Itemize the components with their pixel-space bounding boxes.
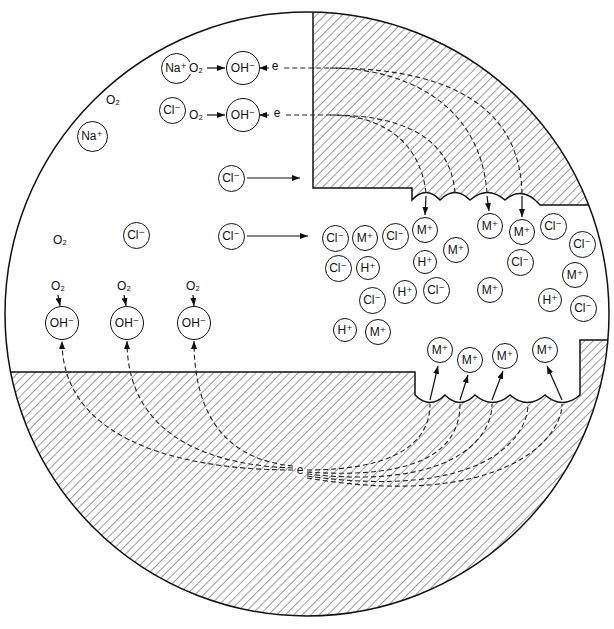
lens-outline xyxy=(5,12,609,616)
ion-circle: Cl⁻ xyxy=(359,287,386,314)
ion-circle: H⁺ xyxy=(356,256,380,280)
ion-symbol: Cl⁻ xyxy=(544,220,562,232)
ion-symbol: Cl⁻ xyxy=(573,238,591,250)
ion-symbol: OH⁻ xyxy=(231,109,255,121)
ion-circle: M⁺ xyxy=(562,262,588,288)
species-label: O₂ xyxy=(105,94,121,106)
ion-circle: M⁺ xyxy=(477,277,503,303)
electron-label: e xyxy=(271,60,280,72)
ion-symbol: M⁺ xyxy=(482,284,498,296)
ion-symbol: M⁺ xyxy=(514,226,530,238)
ion-circle: H⁺ xyxy=(333,318,357,342)
ion-symbol: M⁺ xyxy=(497,350,513,362)
ion-circle: OH⁻ xyxy=(226,51,260,85)
ion-symbol: OH⁻ xyxy=(231,62,255,74)
ion-symbol: OH⁻ xyxy=(50,317,74,329)
ion-circle: M⁺ xyxy=(457,347,483,373)
ion-circle: M⁺ xyxy=(509,219,535,245)
ion-symbol: Cl⁻ xyxy=(386,230,404,242)
ion-circle: M⁺ xyxy=(492,343,518,369)
flow-arrows xyxy=(58,68,562,400)
ion-circle: Cl⁻ xyxy=(123,222,150,249)
ion-symbol: Na⁺ xyxy=(81,130,103,142)
ion-circle: H⁺ xyxy=(413,250,437,274)
ion-symbol: Cl⁻ xyxy=(127,229,145,241)
electron-label: e xyxy=(296,464,305,476)
ion-circle: OH⁻ xyxy=(45,306,79,340)
ion-symbol: M⁺ xyxy=(357,232,373,244)
ion-circle: M⁺ xyxy=(477,213,503,239)
ion-circle: OH⁻ xyxy=(177,306,211,340)
ion-symbol: Cl⁻ xyxy=(363,294,381,306)
ion-symbol: Cl⁻ xyxy=(574,302,592,314)
ion-circle: M⁺ xyxy=(365,319,391,345)
ion-symbol: M⁺ xyxy=(537,344,553,356)
ion-symbol: Na⁺ xyxy=(165,62,187,74)
ion-symbol: H⁺ xyxy=(398,286,413,298)
ion-circle: Cl⁻ xyxy=(218,165,245,192)
ion-circle: Cl⁻ xyxy=(540,213,567,240)
ion-symbol: OH⁻ xyxy=(182,317,206,329)
ion-circle: H⁺ xyxy=(538,288,562,312)
ion-symbol: M⁺ xyxy=(370,326,386,338)
ion-circle: H⁺ xyxy=(393,280,417,304)
species-label: O₂ xyxy=(188,62,204,74)
species-label: O₂ xyxy=(185,280,201,292)
ion-circle: Cl⁻ xyxy=(382,223,409,250)
ion-symbol: OH⁻ xyxy=(115,317,139,329)
ion-circle: Cl⁻ xyxy=(325,255,352,282)
ion-symbol: Cl⁻ xyxy=(326,232,344,244)
ion-circle: Cl⁻ xyxy=(159,97,186,124)
lower-metal xyxy=(0,340,614,629)
ion-symbol: M⁺ xyxy=(462,354,478,366)
ion-circle: Cl⁻ xyxy=(423,277,450,304)
ion-symbol: M⁺ xyxy=(567,269,583,281)
ion-symbol: M⁺ xyxy=(448,244,464,256)
ion-circle: OH⁻ xyxy=(110,306,144,340)
ion-circle: OH⁻ xyxy=(226,98,260,132)
ion-circle: M⁺ xyxy=(532,337,558,363)
ion-circle: Na⁺ xyxy=(161,53,192,84)
upper-metal xyxy=(313,0,614,205)
electron-paths xyxy=(62,68,562,486)
ion-circle: Cl⁻ xyxy=(218,223,245,250)
ion-circle: M⁺ xyxy=(352,225,378,251)
ion-symbol: Cl⁻ xyxy=(427,284,445,296)
ion-symbol: M⁺ xyxy=(482,220,498,232)
ion-symbol: Cl⁻ xyxy=(222,230,240,242)
ion-symbol: H⁺ xyxy=(361,262,376,274)
ion-circle: Cl⁻ xyxy=(569,231,596,258)
ion-symbol: M⁺ xyxy=(432,344,448,356)
ion-circle: Cl⁻ xyxy=(322,225,349,252)
ion-symbol: H⁺ xyxy=(338,324,353,336)
ion-symbol: Cl⁻ xyxy=(163,104,181,116)
ion-circle: Cl⁻ xyxy=(507,249,534,276)
ion-symbol: H⁺ xyxy=(543,294,558,306)
ion-symbol: Cl⁻ xyxy=(222,172,240,184)
species-label: O₂ xyxy=(116,280,132,292)
species-label: O₂ xyxy=(188,109,204,121)
species-label: O₂ xyxy=(52,234,68,246)
ion-circle: M⁺ xyxy=(412,217,438,243)
ion-circle: Cl⁻ xyxy=(570,295,597,322)
species-label: O₂ xyxy=(50,280,66,292)
ion-circle: M⁺ xyxy=(427,337,453,363)
ion-symbol: H⁺ xyxy=(418,256,433,268)
ion-circle: M⁺ xyxy=(443,237,469,263)
ion-circle: Na⁺ xyxy=(77,121,108,152)
ion-symbol: Cl⁻ xyxy=(511,256,529,268)
ion-symbol: M⁺ xyxy=(417,224,433,236)
ion-symbol: Cl⁻ xyxy=(329,262,347,274)
electron-label: e xyxy=(273,107,282,119)
